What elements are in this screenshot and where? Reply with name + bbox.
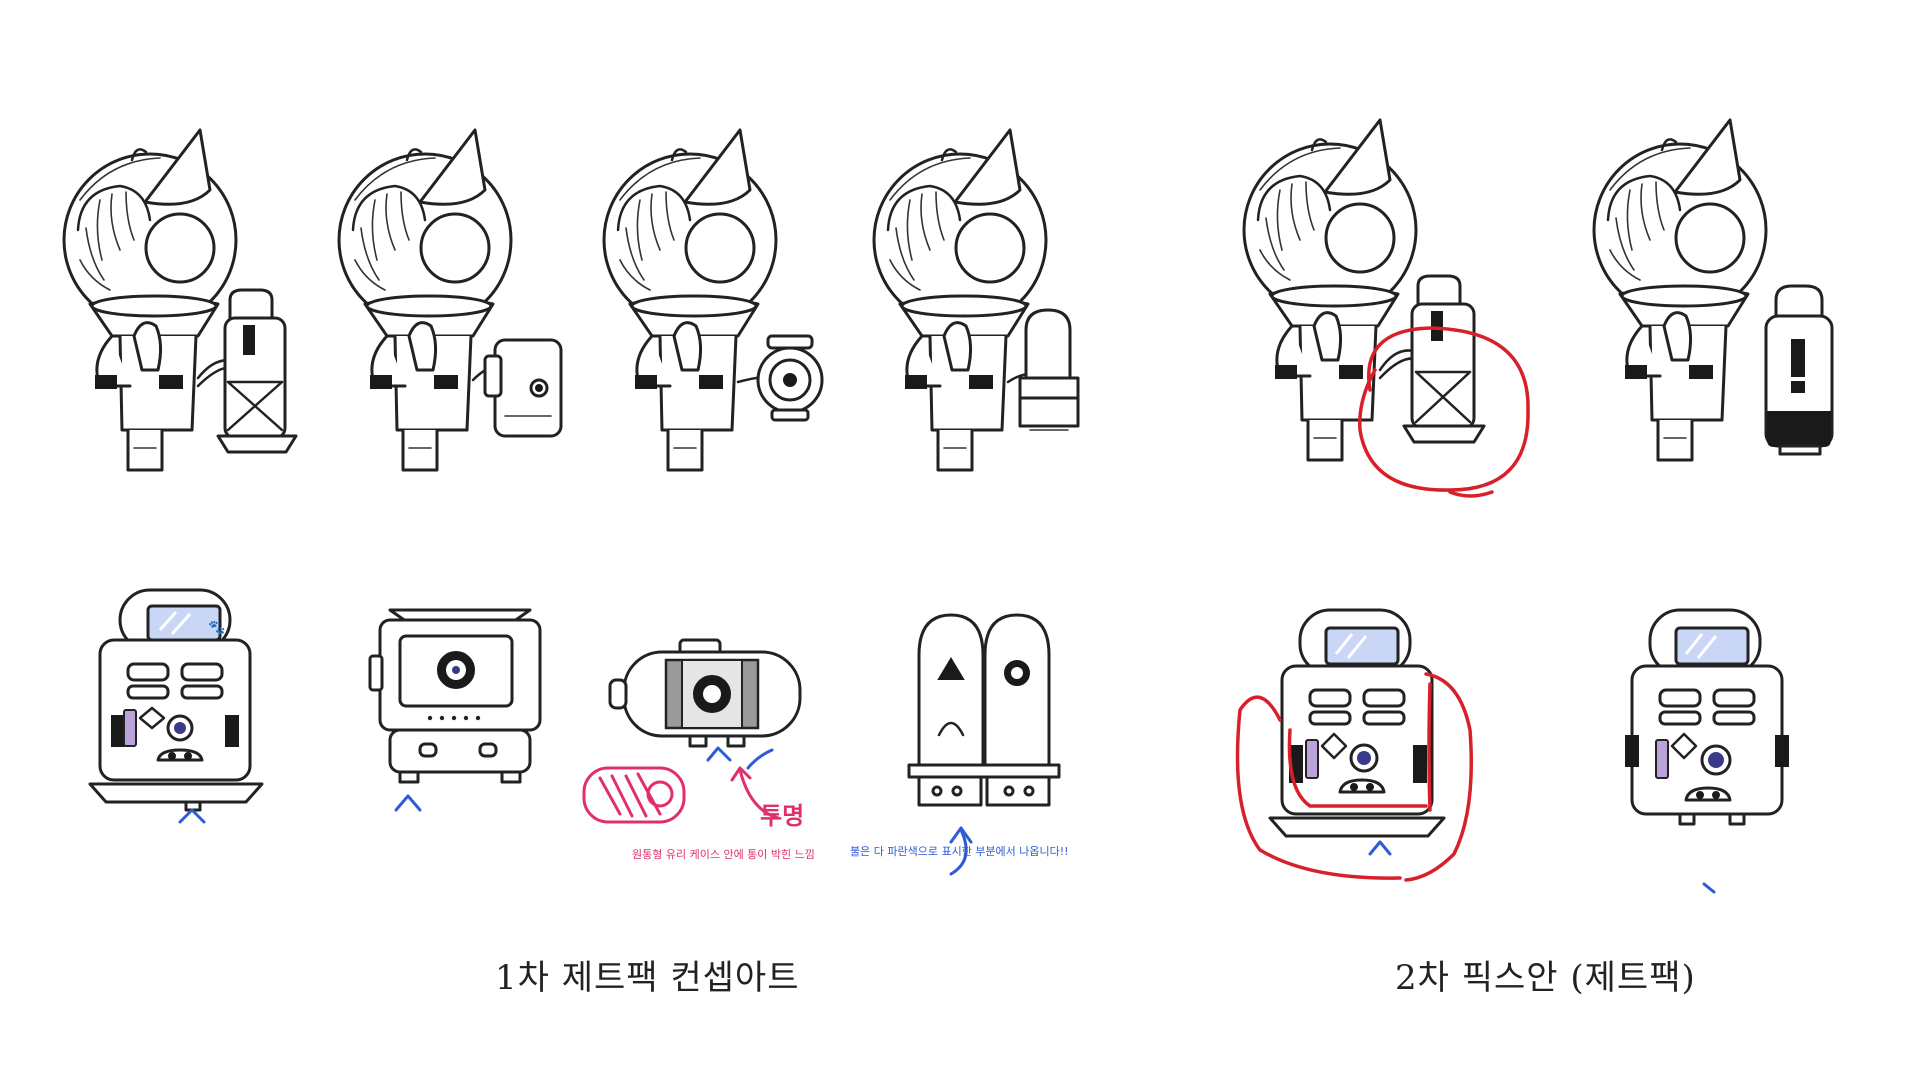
caption-second-round: 2차 픽스안 (제트팩) [1395, 958, 1696, 998]
fire-arrow [949, 826, 973, 876]
pack-detail-fix-a [1235, 608, 1473, 882]
pack-detail-v1: 🐾 [88, 588, 264, 824]
sketch-side-v2 [337, 128, 563, 472]
pack-detail-v3 [608, 638, 802, 770]
pack-detail-fix-b [1625, 608, 1789, 894]
sketch-side-fix-b [1592, 118, 1834, 462]
pack-detail-v2 [368, 608, 542, 812]
fire-note: 불은 다 파란색으로 표시한 부분에서 나옵니다!! [850, 845, 1069, 858]
pack-detail-v4 [907, 613, 1061, 807]
transparent-note: 투명 [760, 802, 805, 830]
svg-text:🐾: 🐾 [208, 620, 225, 636]
caption-first-round: 1차 제트팩 컨셉아트 [495, 958, 800, 998]
sketch-side-v4 [872, 128, 1080, 472]
sketch-side-fix-a [1242, 118, 1530, 498]
sketch-side-v3 [602, 128, 824, 472]
transparent-arrow [730, 766, 780, 820]
glass-case-sketch [582, 766, 686, 824]
glass-case-note: 원통형 유리 케이스 안에 통이 박힌 느낌 [632, 848, 815, 861]
sketch-side-v1 [62, 128, 298, 472]
